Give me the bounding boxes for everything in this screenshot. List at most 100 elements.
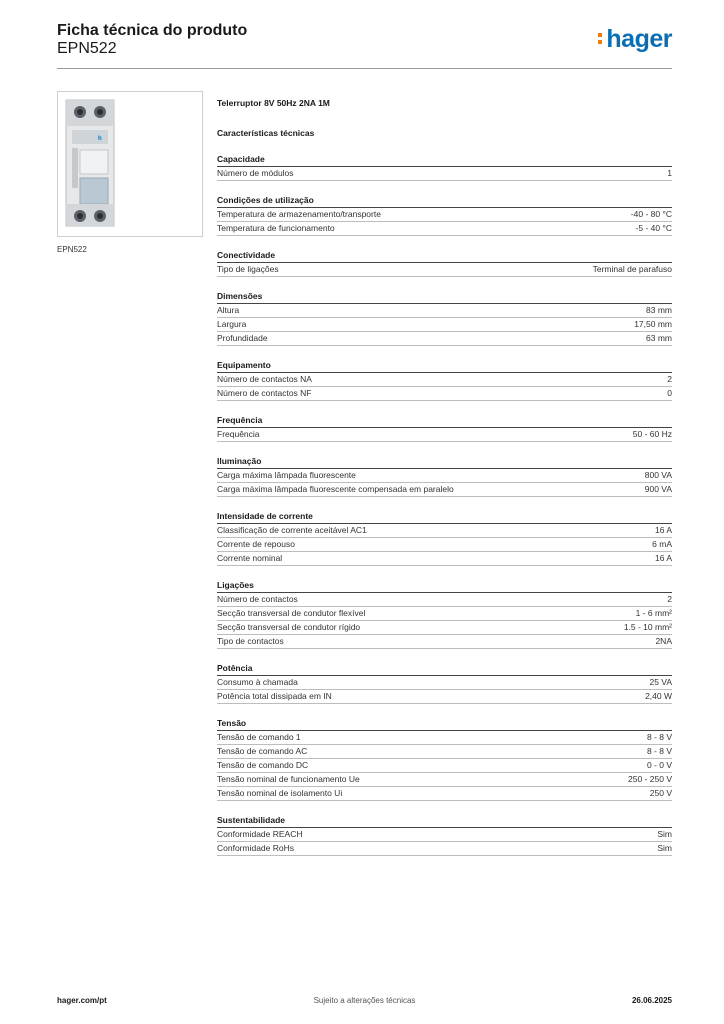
spec-label: Consumo à chamada <box>217 677 298 687</box>
spec-row: Carga máxima lâmpada fluorescente compen… <box>217 483 672 497</box>
section-title: Equipamento <box>217 359 672 373</box>
spec-label: Tipo de ligações <box>217 264 279 274</box>
spec-row: Corrente de repouso 6 mA <box>217 538 672 552</box>
spec-value: 0 <box>667 388 672 398</box>
spec-label: Profundidade <box>217 333 268 343</box>
spec-value: 1 <box>667 168 672 178</box>
spec-label: Potência total dissipada em IN <box>217 691 332 701</box>
footer-site-link[interactable]: hager.com/pt <box>57 996 107 1005</box>
spec-label: Secção transversal de condutor flexível <box>217 608 366 618</box>
spec-row: Temperatura de armazenamento/transporte -… <box>217 208 672 222</box>
spec-value: 8 - 8 V <box>646 746 672 756</box>
spec-row: Número de contactos 2 <box>217 593 672 607</box>
spec-row: Profundidade 63 mm <box>217 332 672 346</box>
hager-logo[interactable]: hager <box>598 25 672 53</box>
spec-value: -40 - 80 °C <box>630 209 672 219</box>
spec-value: Sim <box>657 829 672 839</box>
logo-text: hager <box>606 25 672 53</box>
spec-label: Altura <box>217 305 240 315</box>
spec-row: Tensão de comando AC 8 - 8 V <box>217 745 672 759</box>
spec-value: -5 - 40 °C <box>635 223 672 233</box>
spec-label: Secção transversal de condutor rígido <box>217 622 361 632</box>
spec-row: Secção transversal de condutor flexível 1… <box>217 607 672 621</box>
spec-value: 1.5 - 10 mm² <box>623 622 672 632</box>
product-name: Telerruptor 8V 50Hz 2NA 1M <box>217 98 330 108</box>
spec-value: 250 V <box>649 788 672 798</box>
image-caption: EPN522 <box>57 245 87 254</box>
spec-label: Tensão nominal de funcionamento Ue <box>217 774 360 784</box>
section-title: Tensão <box>217 717 672 731</box>
spec-row: Consumo à chamada 25 VA <box>217 676 672 690</box>
spec-value: 17,50 mm <box>634 319 672 329</box>
section-title: Capacidade <box>217 153 672 167</box>
spec-label: Classificação de corrente aceitável AC1 <box>217 525 367 535</box>
contactor-device-icon: h <box>65 99 115 227</box>
spec-row: Tipo de ligações Terminal de parafuso <box>217 263 672 277</box>
spec-value: 25 VA <box>649 677 672 687</box>
footer-note: Sujeito a alterações técnicas <box>313 996 416 1005</box>
spec-row: Tipo de contactos 2NA <box>217 635 672 649</box>
spec-row: Largura 17,50 mm <box>217 318 672 332</box>
spec-label: Conformidade REACH <box>217 829 303 839</box>
section-title: Ligações <box>217 579 672 593</box>
spec-row: Classificação de corrente aceitável AC1 1… <box>217 524 672 538</box>
spec-label: Frequência <box>217 429 260 439</box>
spec-value: 1 - 6 mm² <box>635 608 672 618</box>
spec-value: 16 A <box>654 525 672 535</box>
page-title: Ficha técnica do produto <box>57 22 248 39</box>
spec-label: Carga máxima lâmpada fluorescente compen… <box>217 484 454 494</box>
spec-value: 2,40 W <box>645 691 672 701</box>
spec-content: Telerruptor 8V 50Hz 2NA 1M Característic… <box>217 96 672 856</box>
spec-value: 900 VA <box>644 484 672 494</box>
spec-label: Tensão de comando DC <box>217 760 309 770</box>
spec-value: Terminal de parafuso <box>592 264 672 274</box>
logo-dots-icon <box>598 33 603 47</box>
spec-label: Tensão de comando AC <box>217 746 308 756</box>
page-header: Ficha técnica do produto EPN522 <box>57 22 247 58</box>
product-image: h <box>57 91 203 237</box>
svg-text:h: h <box>98 136 102 142</box>
spec-label: Temperatura de funcionamento <box>217 223 335 233</box>
spec-value: 2NA <box>655 636 672 646</box>
spec-row: Número de contactos NF 0 <box>217 387 672 401</box>
spec-label: Corrente de repouso <box>217 539 295 549</box>
spec-value: 83 mm <box>646 305 672 315</box>
spec-label: Número de contactos NF <box>217 388 312 398</box>
section-title: Intensidade de corrente <box>217 510 672 524</box>
section-title: Frequência <box>217 414 672 428</box>
spec-row: Conformidade REACH Sim <box>217 828 672 842</box>
spec-value: 2 <box>667 594 672 604</box>
spec-value: 800 VA <box>644 470 672 480</box>
spec-label: Largura <box>217 319 247 329</box>
spec-value: 6 mA <box>652 539 672 549</box>
product-code: EPN522 <box>57 40 117 57</box>
spec-row: Secção transversal de condutor rígido 1.5… <box>217 621 672 635</box>
tech-heading: Características técnicas <box>217 128 315 138</box>
header-divider <box>57 68 672 69</box>
spec-value: 16 A <box>654 553 672 563</box>
spec-row: Número de módulos 1 <box>217 167 672 181</box>
spec-value: 250 - 250 V <box>628 774 672 784</box>
section-title: Dimensões <box>217 290 672 304</box>
spec-label: Número de contactos <box>217 594 298 604</box>
spec-label: Temperatura de armazenamento/transporte <box>217 209 381 219</box>
spec-label: Número de módulos <box>217 168 294 178</box>
section-title: Conectividade <box>217 249 672 263</box>
spec-label: Tipo de contactos <box>217 636 284 646</box>
spec-row: Altura 83 mm <box>217 304 672 318</box>
spec-value: 63 mm <box>646 333 672 343</box>
